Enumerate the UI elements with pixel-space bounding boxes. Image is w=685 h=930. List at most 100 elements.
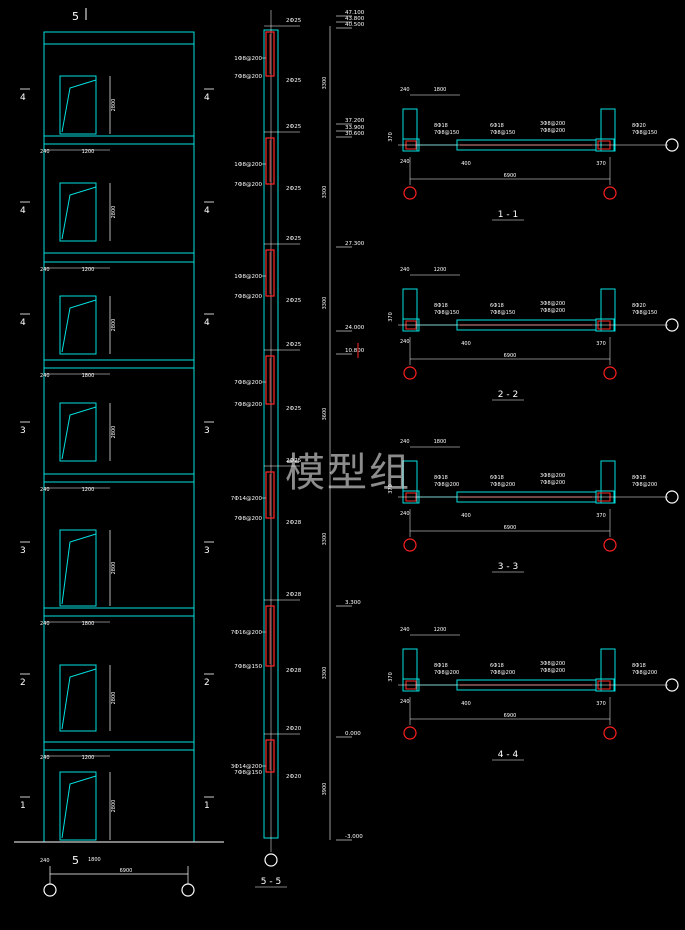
window-opening (61, 668, 97, 730)
mid-note: 6Ф18 (490, 475, 504, 481)
floor-mark-right: 3 (204, 426, 210, 436)
rebar-note-bottom: 2Ф25 (286, 186, 302, 192)
dim-top-left: 240 (400, 267, 410, 273)
grid-bubble (264, 853, 278, 867)
dim-top-left: 240 (400, 627, 410, 633)
left-wall (402, 648, 418, 692)
rebar-note-bottom: 2Ф20 (286, 774, 302, 780)
dim-top-mid: 1200 (434, 627, 447, 633)
level-value: 0.000 (345, 731, 361, 737)
axis-bubble (665, 138, 679, 152)
floor-mark-left: 4 (20, 206, 26, 216)
elevation-top-marker: 5 (72, 10, 79, 23)
mid-sub: 7Ф8@200 (490, 482, 515, 488)
mid-top2: 7Ф8@200 (540, 668, 565, 674)
dim-bottom-right: 370 (596, 161, 606, 167)
window-opening (61, 79, 97, 133)
level-value: 27.300 (345, 241, 365, 247)
stirrup-note: 7Ф8@150 (234, 770, 262, 776)
storey-dim: 3300 (322, 667, 328, 680)
window-height-dim: 2800 (111, 319, 117, 332)
mid-top: 3Ф8@200 (540, 301, 565, 307)
window-frame (59, 402, 97, 462)
left-sub: 7Ф8@200 (434, 670, 459, 676)
mid-top2: 7Ф8@200 (540, 480, 565, 486)
left-note: 8Ф18 (434, 123, 448, 129)
level-value: 47.100 (345, 10, 365, 16)
wall-dim: 240 (40, 621, 50, 627)
sill-dim: 1200 (82, 487, 95, 493)
left-sub: 7Ф8@200 (434, 482, 459, 488)
rebar-cage (265, 355, 275, 405)
right-wall (600, 460, 616, 504)
dim-top-mid: 1200 (434, 267, 447, 273)
window-height-dim: 2800 (111, 426, 117, 439)
rebar-note-bottom: 2Ф25 (286, 298, 302, 304)
wall-dim: 240 (40, 487, 50, 493)
dim-bottom-mid: 400 (461, 513, 471, 519)
rebar-cage (265, 249, 275, 297)
watermark-text: 模型组 (285, 450, 411, 496)
wall-dim: 240 (40, 373, 50, 379)
sill-dim: 1800 (82, 621, 95, 627)
side-dim: 370 (388, 484, 394, 494)
side-dim: 370 (388, 312, 394, 322)
window-height-dim: 2800 (111, 206, 117, 219)
right-wall (600, 288, 616, 332)
window-height-dim: 2800 (111, 800, 117, 813)
sill-dim: 1200 (82, 149, 95, 155)
stirrup-note: 7Ф8@200 (234, 294, 262, 300)
sill-dim: 1200 (82, 267, 95, 273)
dim-bottom-mid: 400 (461, 161, 471, 167)
mid-top2: 7Ф8@200 (540, 308, 565, 314)
left-note: 8Ф18 (434, 303, 448, 309)
right-sub: 7Ф8@200 (632, 670, 657, 676)
mid-top: 3Ф8@200 (540, 121, 565, 127)
grid-bubble-left (403, 366, 417, 380)
left-wall (402, 288, 418, 332)
dim-top-left: 240 (400, 87, 410, 93)
dim-top-mid: 1800 (434, 439, 447, 445)
grid-bubble-right (603, 538, 617, 552)
storey-dim: 3300 (322, 297, 328, 310)
level-value: 37.200 (345, 118, 365, 124)
right-sub: 7Ф8@150 (632, 130, 657, 136)
mid-top2: 7Ф8@200 (540, 128, 565, 134)
base-wall-dim: 240 (40, 858, 50, 864)
dim-bottom-mid: 400 (461, 341, 471, 347)
left-sub: 7Ф8@150 (434, 130, 459, 136)
window-opening (61, 533, 97, 605)
section-title: 2 - 2 (498, 390, 518, 400)
window-frame (59, 295, 97, 355)
floor-mark-right: 4 (204, 206, 210, 216)
level-value: 24.000 (345, 325, 365, 331)
grid-bubble-left (403, 726, 417, 740)
window-height-dim: 2800 (111, 692, 117, 705)
floor-mark-right: 4 (204, 93, 210, 103)
stirrup-note: 7Ф8@200 (234, 380, 262, 386)
right-note: 8Ф18 (632, 475, 646, 481)
stirrup-note: 7Ф14@200 (231, 496, 263, 502)
storey-dim: 3900 (322, 783, 328, 796)
mid-sub: 7Ф8@150 (490, 130, 515, 136)
window-opening (61, 406, 97, 460)
grid-bubble-right (603, 366, 617, 380)
rebar-note-bottom: 2Ф28 (286, 520, 302, 526)
storey-dim: 3300 (322, 77, 328, 90)
span-dim: 6900 (504, 525, 517, 531)
span-dim: 6900 (504, 173, 517, 179)
storey-dim: 3300 (322, 533, 328, 546)
dim-bottom-right: 370 (596, 341, 606, 347)
level-value: 43.800 (345, 16, 365, 22)
floor-mark-right: 1 (204, 801, 210, 811)
rebar-note-top: 2Ф20 (286, 726, 302, 732)
stirrup-note: 7Ф8@200 (234, 182, 262, 188)
window-opening (61, 299, 97, 353)
stirrup-note: 3Ф14@200 (231, 764, 263, 770)
dim-bottom-left: 240 (400, 159, 410, 165)
level-value: -3.000 (345, 834, 363, 840)
dim-bottom-left: 240 (400, 511, 410, 517)
grid-bubble-left (403, 186, 417, 200)
